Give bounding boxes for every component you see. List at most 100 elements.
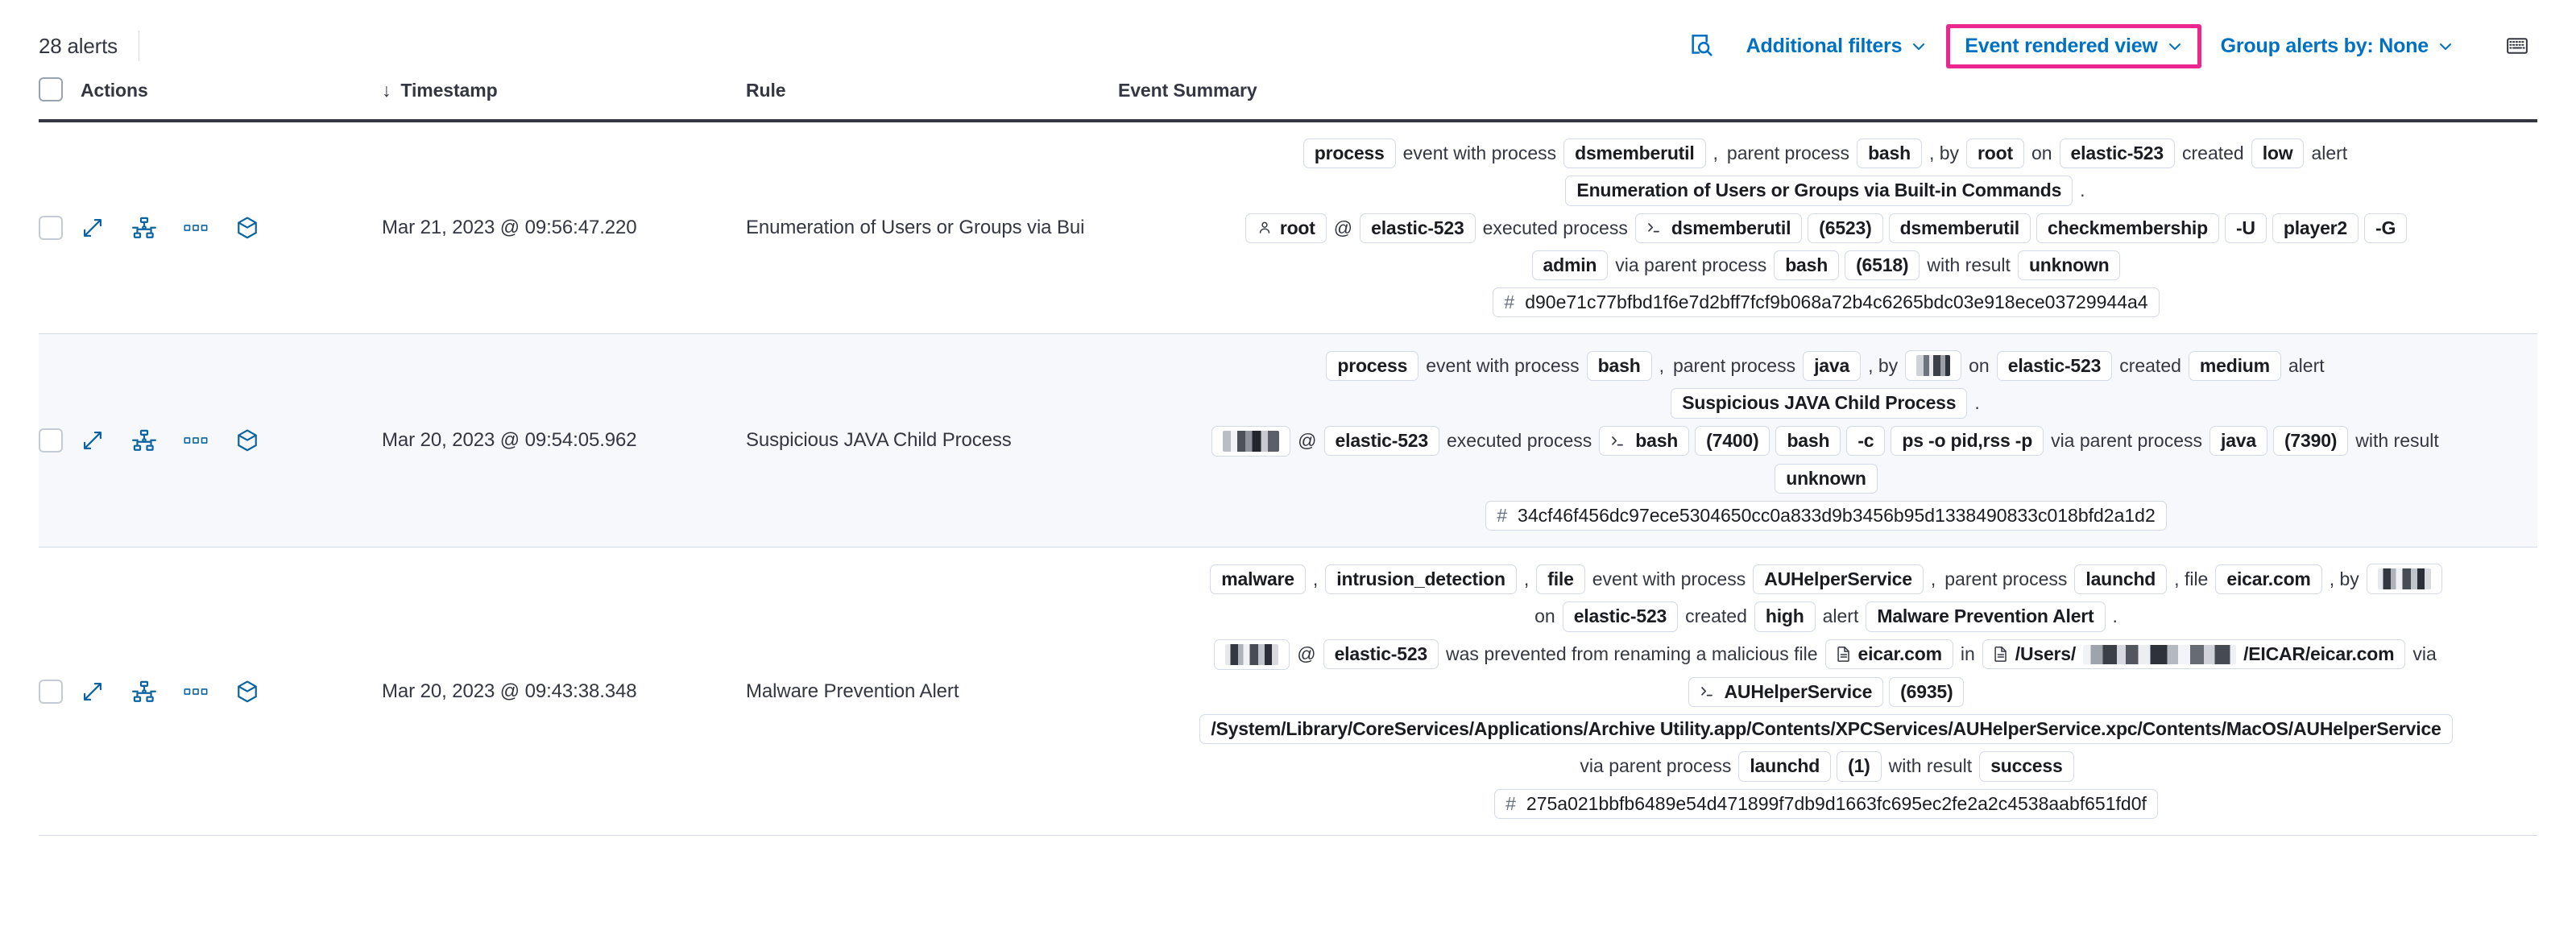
summary-value-chip[interactable]: Suspicious JAVA Child Process [1671,388,1968,419]
summary-value-chip[interactable]: AUHelperService [1688,676,1884,707]
keyboard-icon[interactable] [2497,26,2537,66]
summary-value-chip[interactable]: launchd [2074,564,2168,595]
redacted-value-chip[interactable] [2366,564,2442,595]
row-rule-name[interactable]: Malware Prevention Alert [746,680,959,702]
summary-value-chip[interactable]: high [1754,601,1816,632]
summary-value-chip[interactable]: elastic-523 [1323,639,1439,670]
summary-value-chip[interactable]: -G [2364,213,2408,243]
summary-value-chip[interactable]: ps -o pid,rss -p [1891,426,2044,457]
inspect-icon[interactable] [1684,27,1721,64]
summary-value-chip[interactable]: (1) [1837,751,1882,782]
summary-value-chip[interactable]: AUHelperService [1753,564,1924,595]
summary-value-chip[interactable]: medium [2188,350,2281,382]
summary-value-chip[interactable]: (7390) [2272,426,2349,457]
summary-value-chip[interactable]: dsmemberutil [1634,213,1803,243]
summary-value-chip[interactable]: launchd [1738,751,1832,782]
summary-value-text: launchd [1750,755,1820,777]
select-all-checkbox[interactable] [39,77,63,101]
header-event-summary[interactable]: Event Summary [1118,80,1257,101]
summary-value-chip[interactable]: elastic-523 [1562,601,1679,632]
summary-value-chip[interactable]: success [1979,751,2074,782]
summary-value-chip[interactable]: checkmembership [2036,213,2219,243]
summary-value-chip[interactable]: elastic-523 [1323,426,1439,457]
analyzer-icon[interactable] [132,428,156,453]
analyzer-icon[interactable] [132,680,156,704]
summary-line: #275a021bbfb6489e54d471899f7db9d1663fc69… [1494,788,2158,819]
summary-value-chip[interactable]: elastic-523 [1360,213,1476,243]
summary-value-chip[interactable]: elastic-523 [2059,138,2175,169]
summary-value-chip[interactable]: unknown [1775,463,1878,494]
additional-filters-button[interactable]: Additional filters [1732,30,1942,63]
summary-value-chip[interactable]: (6518) [1845,250,1920,281]
row-rule-name[interactable]: Enumeration of Users or Groups via Bui [746,217,1085,239]
summary-value-chip[interactable]: (7400) [1695,426,1770,457]
summary-text: on [1969,354,1990,376]
expand-icon[interactable] [81,680,105,704]
analyzer-icon[interactable] [132,216,156,240]
summary-value-chip[interactable]: intrusion_detection [1325,564,1517,595]
summary-value-chip[interactable]: malware [1210,564,1306,595]
summary-value-text: unknown [2028,254,2110,275]
summary-value-chip[interactable]: java [1803,350,1862,382]
summary-text: , file [2174,568,2209,589]
session-view-icon[interactable] [235,680,259,704]
summary-value-chip[interactable]: -U [2224,213,2267,243]
header-timestamp[interactable]: ↓ Timestamp [382,77,746,121]
row-actions-cell [81,548,382,835]
more-actions-icon[interactable] [184,680,208,704]
summary-value-chip[interactable]: process [1302,138,1396,169]
summary-value-chip[interactable]: bash [1774,250,1840,281]
summary-value-chip[interactable]: admin [1531,250,1609,281]
summary-value-chip[interactable]: file [1536,564,1585,595]
redacted-value-chip[interactable] [1211,425,1291,457]
summary-value-chip[interactable]: low [2251,138,2305,169]
summary-value-chip[interactable]: player2 [2272,213,2359,243]
summary-value-chip[interactable]: dsmemberutil [1563,138,1706,169]
summary-value-chip[interactable]: bash [1586,350,1652,382]
header-rule[interactable]: Rule [746,80,786,101]
summary-value-chip[interactable]: Enumeration of Users or Groups via Built… [1565,176,2073,206]
summary-value-chip[interactable]: Malware Prevention Alert [1866,601,2106,632]
more-actions-icon[interactable] [184,428,208,453]
summary-value-chip[interactable]: eicar.com [1824,639,1953,670]
hash-symbol-icon: # [1497,505,1508,527]
summary-value-chip[interactable]: dsmemberutil [1888,213,2031,243]
summary-value-chip[interactable]: (6523) [1808,213,1883,243]
row-select-checkbox[interactable] [39,428,63,453]
summary-value-text: launchd [2085,568,2156,589]
expand-icon[interactable] [81,428,105,453]
row-select-checkbox[interactable] [39,679,63,704]
redacted-icon [1223,430,1280,452]
group-alerts-by-button[interactable]: Group alerts by: None [2206,30,2468,63]
summary-value-chip[interactable]: -c [1846,426,1886,457]
event-hash-chip[interactable]: #275a021bbfb6489e54d471899f7db9d1663fc69… [1494,788,2158,819]
file-path-chip[interactable]: /Users//EICAR/eicar.com [1982,639,2406,670]
summary-value-text: root [1279,217,1315,238]
summary-value-chip[interactable]: bash [1775,426,1841,457]
event-hash-chip[interactable]: #34cf46f456dc97ece5304650cc0a833d9b3456b… [1485,501,2167,531]
summary-value-chip[interactable]: bash [1857,138,1922,169]
event-rendered-view-button[interactable]: Event rendered view [1960,35,2187,58]
summary-value-chip[interactable]: root [1245,213,1327,243]
event-hash-chip[interactable]: #d90e71c77bfbd1f6e7d2bff7fcf9b068a72b4c6… [1493,287,2160,318]
session-view-icon[interactable] [235,428,259,453]
expand-icon[interactable] [81,216,105,240]
summary-value-chip[interactable]: /System/Library/CoreServices/Application… [1199,713,2453,745]
session-view-icon[interactable] [235,216,259,240]
summary-value-chip[interactable]: bash [1599,426,1690,457]
summary-value-chip[interactable]: process [1326,350,1419,382]
row-rule-name[interactable]: Suspicious JAVA Child Process [746,429,1012,452]
summary-value-chip[interactable]: unknown [2017,250,2121,281]
row-select-checkbox[interactable] [39,216,63,241]
summary-value-chip[interactable]: elastic-523 [1996,350,2113,382]
redacted-value-chip[interactable] [1214,639,1290,670]
more-actions-icon[interactable] [184,216,208,240]
summary-value-chip[interactable]: (6935) [1889,676,1965,707]
summary-value-chip[interactable]: eicar.com [2215,564,2322,595]
summary-value-chip[interactable]: java [2209,426,2267,457]
redacted-value-chip[interactable] [1905,350,1962,382]
summary-value-chip[interactable]: root [1966,138,2024,169]
